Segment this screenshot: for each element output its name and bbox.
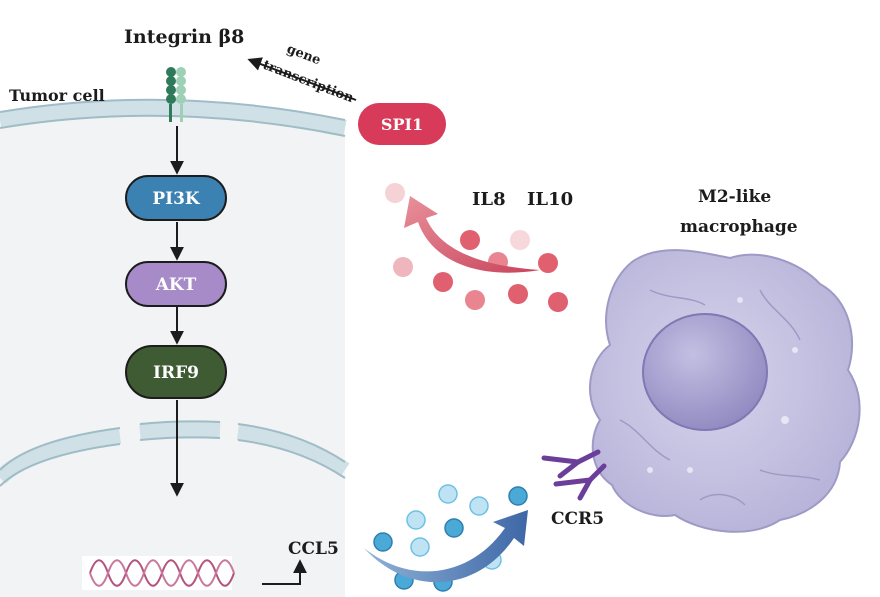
blue-ccl5-arrow [364,510,528,583]
irf9-label: IRF9 [153,363,199,383]
red-cytokine-arrow [404,196,540,273]
blue-ccl5-dots [373,484,528,592]
akt-node: AKT [125,261,227,307]
spi1-node: SPI1 [358,103,446,145]
il10-label: IL10 [527,189,573,210]
akt-label: AKT [155,275,197,295]
ccr5-receptor-icon [541,449,607,501]
il8-label: IL8 [472,189,506,210]
pi3k-label: PI3K [152,189,201,209]
tumor-cell-label: Tumor cell [9,86,105,105]
red-cytokine-dots [385,183,568,312]
integrin-receptor-icon [166,67,186,122]
macrophage-cell-icon [588,249,861,533]
m2-label-line1: M2-like [698,187,771,207]
arrow-dna-to-ccl5 [262,559,307,585]
nuclear-membrane [0,420,350,487]
arrow-spi1-to-integrin [247,57,357,101]
dna-helix-icon [82,556,235,590]
gene-label: gene [285,42,323,69]
transcription-label: transcription [261,58,356,107]
ccr5-label: CCR5 [551,509,604,529]
integrin-label: Integrin β8 [124,26,244,48]
pi3k-node: PI3K [125,175,227,221]
irf9-node: IRF9 [125,345,227,399]
ccl5-label: CCL5 [288,539,339,559]
spi1-label: SPI1 [381,115,423,134]
m2-label-line2: macrophage [680,217,798,237]
